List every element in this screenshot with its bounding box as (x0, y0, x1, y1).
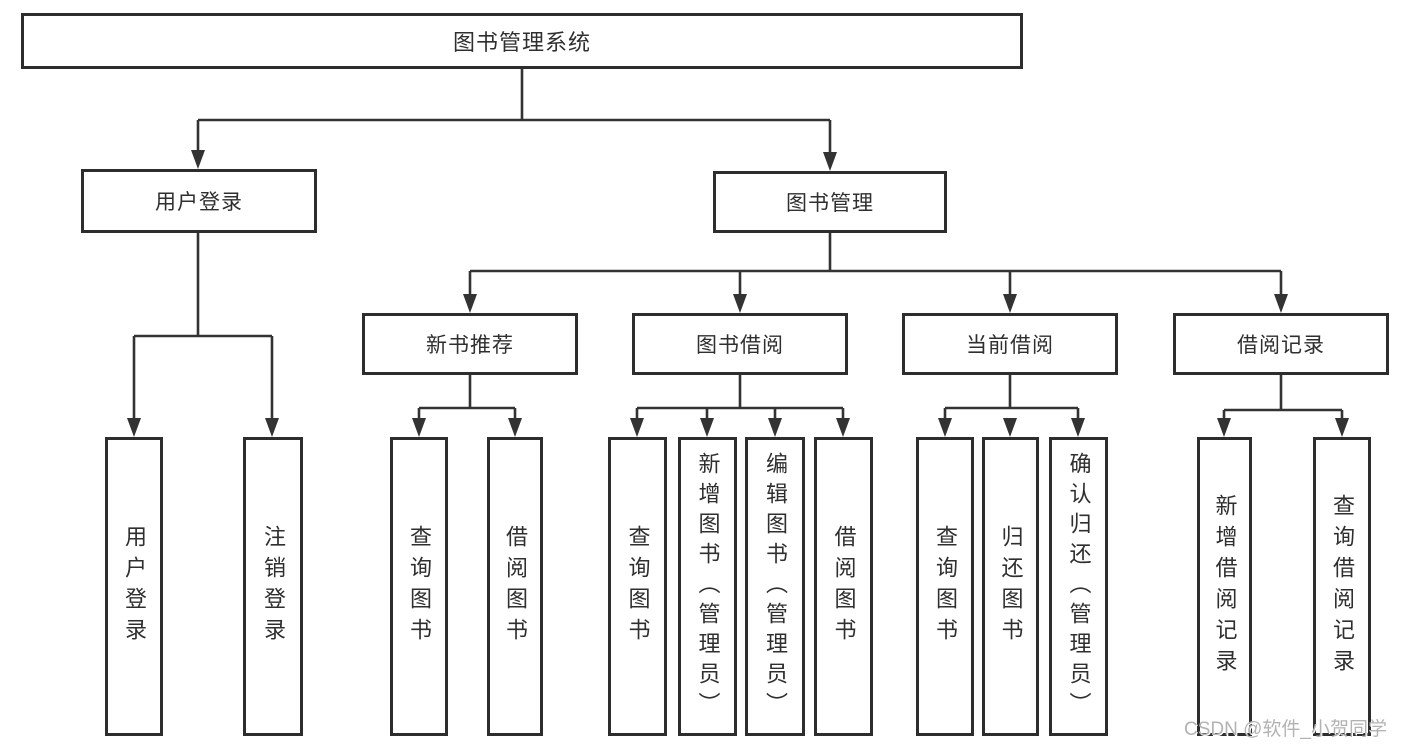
node-current-borrowing: 当前借阅 (902, 313, 1118, 375)
node-label: 新书推荐 (426, 334, 514, 357)
leaf-logout: 注销登录 (243, 437, 303, 736)
node-label: 用户登录 (155, 191, 243, 214)
node-label: 确认归还（管理员） (1066, 451, 1092, 722)
node-label: 图书借阅 (696, 334, 784, 357)
node-label: 用户登录 (122, 524, 147, 649)
node-label: 编辑图书（管理员） (763, 451, 788, 722)
leaf-records-query-record: 查询借阅记录 (1313, 437, 1371, 736)
leaf-current-return-books: 归还图书 (982, 437, 1039, 736)
leaf-recommend-borrow-books: 借阅图书 (487, 437, 543, 736)
node-label: 当前借阅 (966, 334, 1054, 357)
leaf-recommend-query-books: 查询图书 (390, 437, 448, 736)
node-label: 图书管理系统 (452, 30, 591, 55)
node-new-book-recommend: 新书推荐 (362, 313, 578, 375)
leaf-user-login: 用户登录 (105, 437, 163, 736)
node-label: 查询图书 (407, 524, 432, 649)
node-borrowing-records: 借阅记录 (1173, 313, 1389, 375)
node-label: 图书管理 (786, 192, 874, 215)
connector-lines (132, 69, 1344, 420)
node-label: 借阅图书 (503, 524, 528, 649)
leaf-borrowing-edit-books-admin: 编辑图书（管理员） (745, 437, 805, 736)
node-book-borrowing: 图书借阅 (632, 313, 848, 375)
leaf-current-confirm-return-admin: 确认归还（管理员） (1049, 437, 1108, 736)
leaf-borrowing-add-books-admin: 新增图书（管理员） (678, 437, 737, 736)
leaf-records-add-record: 新增借阅记录 (1197, 437, 1252, 736)
leaf-borrowing-query-books: 查询图书 (608, 437, 667, 736)
node-label: 借阅图书 (831, 524, 857, 649)
node-label: 查询借阅记录 (1330, 493, 1355, 680)
csdn-watermark: CSDN @软件_小贺同学 (1184, 719, 1387, 740)
node-label: 查询图书 (933, 524, 958, 649)
leaf-current-query-books: 查询图书 (916, 437, 974, 736)
leaf-borrowing-borrow-books: 借阅图书 (814, 437, 873, 736)
node-user-login: 用户登录 (81, 169, 317, 233)
node-label: 新增图书（管理员） (695, 451, 721, 722)
node-label: 注销登录 (261, 524, 286, 649)
node-library-system: 图书管理系统 (21, 13, 1023, 69)
node-label: 借阅记录 (1237, 334, 1325, 357)
node-label: 查询图书 (625, 524, 651, 649)
node-book-management: 图书管理 (713, 171, 947, 233)
node-label: 新增借阅记录 (1212, 493, 1238, 680)
node-label: 归还图书 (998, 524, 1024, 649)
